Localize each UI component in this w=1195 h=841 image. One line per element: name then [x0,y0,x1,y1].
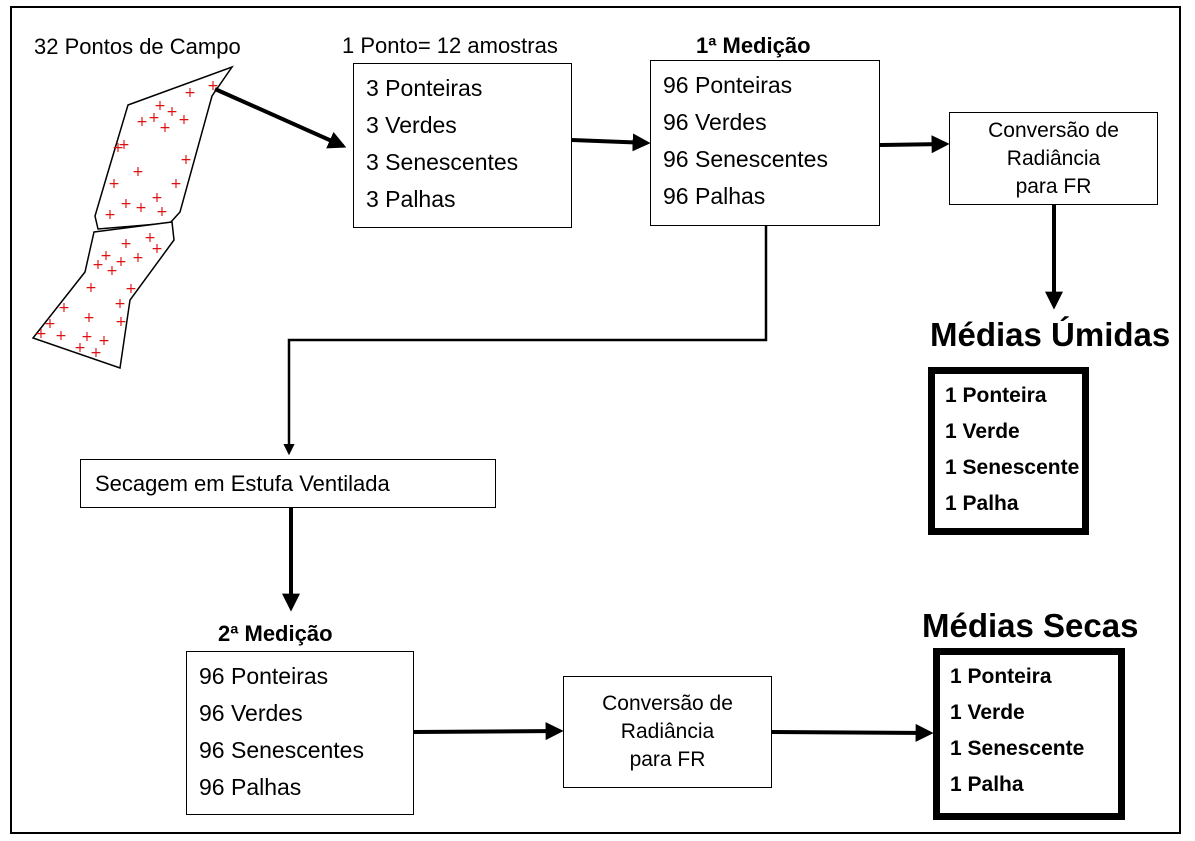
first-measurement-item: 96 Verdes [663,109,767,135]
dry-means-title: Médias Secas [922,607,1139,644]
sample-point-marker: + [118,137,130,153]
sample-point-marker: + [35,326,47,342]
sample-point-marker: + [81,329,93,345]
field-caption: 32 Pontos de Campo [34,34,241,59]
first-measurement-item: 96 Palhas [663,183,766,209]
dry-means-item: 1 Palha [950,773,1024,796]
sample-point-marker: + [159,120,171,136]
arrow-sampling-to-first-measurement [571,133,651,152]
second-measurement-item: 96 Ponteiras [199,663,329,689]
arrow-field-to-sampling [214,87,347,149]
conversion-top-line: Conversão de [988,118,1119,142]
sampling-item: 3 Verdes [366,112,457,138]
sample-point-marker: + [166,104,178,120]
arrow-second-measurement-to-conversion [413,722,564,741]
conversion-top-box: Conversão de Radiância para FR [949,112,1158,205]
sample-point-marker: + [148,110,160,126]
arrow-conversion-to-dry-means [771,723,934,742]
sample-point-marker: + [180,152,192,168]
sample-point-marker: + [104,207,116,223]
sample-point-marker: + [106,263,118,279]
sample-point-marker: + [136,114,148,130]
dry-means-item: 1 Verde [950,701,1025,724]
sample-point-marker: + [114,296,126,312]
sample-point-marker: + [151,190,163,206]
second-measurement-item: 96 Palhas [199,774,302,800]
sample-point-marker: + [170,176,182,192]
sample-point-marker: + [74,340,86,356]
arrow-first-measurement-to-conversion [879,135,950,154]
second-measurement-title: 2ª Medição [218,621,333,646]
sample-point-marker: + [132,250,144,266]
sample-point-marker: + [92,257,104,273]
conversion-top-line: para FR [1015,174,1092,198]
sample-point-marker: + [115,314,127,330]
sample-point-marker: + [184,85,196,101]
conversion-bottom-line: Radiância [620,720,715,743]
wet-means-title: Médias Úmidas [930,316,1171,353]
sample-point-marker: + [58,300,70,316]
wet-means-box: 1 Ponteira 1 Verde 1 Senescente 1 Palha [928,367,1089,535]
drying-box: Secagem em Estufa Ventilada [80,459,496,508]
conversion-bottom-line: Conversão de [602,692,733,715]
field-plot-lower [31,221,175,370]
dry-means-box: 1 Ponteira 1 Verde 1 Senescente 1 Palha [933,648,1125,820]
sample-point-marker: + [154,98,166,114]
sample-point-marker: + [55,328,67,344]
sample-point-marker: + [151,241,163,257]
sampling-item: 3 Ponteiras [366,75,483,101]
conversion-top-line: Radiância [1006,146,1101,170]
dry-means-item: 1 Senescente [950,737,1085,760]
first-measurement-item: 96 Ponteiras [663,72,793,98]
sample-point-marker: + [120,196,132,212]
second-measurement-box: 96 Ponteiras 96 Verdes 96 Senescentes 96… [186,651,414,815]
wet-means-item: 1 Verde [945,420,1020,443]
conversion-bottom-box: Conversão de Radiância para FR [563,676,772,788]
field-sample-points: ++++++++++++++++++++++++++++++++++++++++ [35,78,219,361]
first-measurement-box: 96 Ponteiras 96 Verdes 96 Senescentes 96… [650,60,880,226]
sampling-caption: 1 Ponto= 12 amostras [342,33,558,58]
sample-point-marker: + [100,248,112,264]
sample-point-marker: + [125,281,137,297]
wet-means-item: 1 Palha [945,492,1019,515]
dry-means-item: 1 Ponteira [950,665,1052,688]
wet-means-item: 1 Senescente [945,456,1080,479]
sample-point-marker: + [83,310,95,326]
sample-point-marker: + [178,112,190,128]
drying-label: Secagem em Estufa Ventilada [95,470,390,496]
first-measurement-title: 1ª Medição [696,33,811,58]
second-measurement-item: 96 Verdes [199,700,303,726]
wet-means-item: 1 Ponteira [945,384,1047,407]
sample-point-marker: + [108,176,120,192]
sample-point-marker: + [112,140,124,156]
sample-point-marker: + [132,164,144,180]
sample-point-marker: + [144,230,156,246]
sample-point-marker: + [156,204,168,220]
conversion-bottom-line: para FR [629,748,706,771]
sampling-item: 3 Palhas [366,186,456,212]
diagram-frame [10,6,1181,834]
second-measurement-item: 96 Senescentes [199,737,364,763]
sampling-box: 3 Ponteiras 3 Verdes 3 Senescentes 3 Pal… [353,63,572,228]
sample-point-marker: + [98,333,110,349]
sample-point-marker: + [120,236,132,252]
sample-point-marker: + [207,78,219,94]
first-measurement-item: 96 Senescentes [663,146,828,172]
sample-point-marker: + [85,280,97,296]
sample-point-marker: + [115,254,127,270]
sample-point-marker: + [44,316,56,332]
connector-first-measurement-to-drying [283,226,768,456]
sampling-item: 3 Senescentes [366,149,519,175]
sample-point-marker: + [135,200,147,216]
sample-point-marker: + [90,345,102,361]
